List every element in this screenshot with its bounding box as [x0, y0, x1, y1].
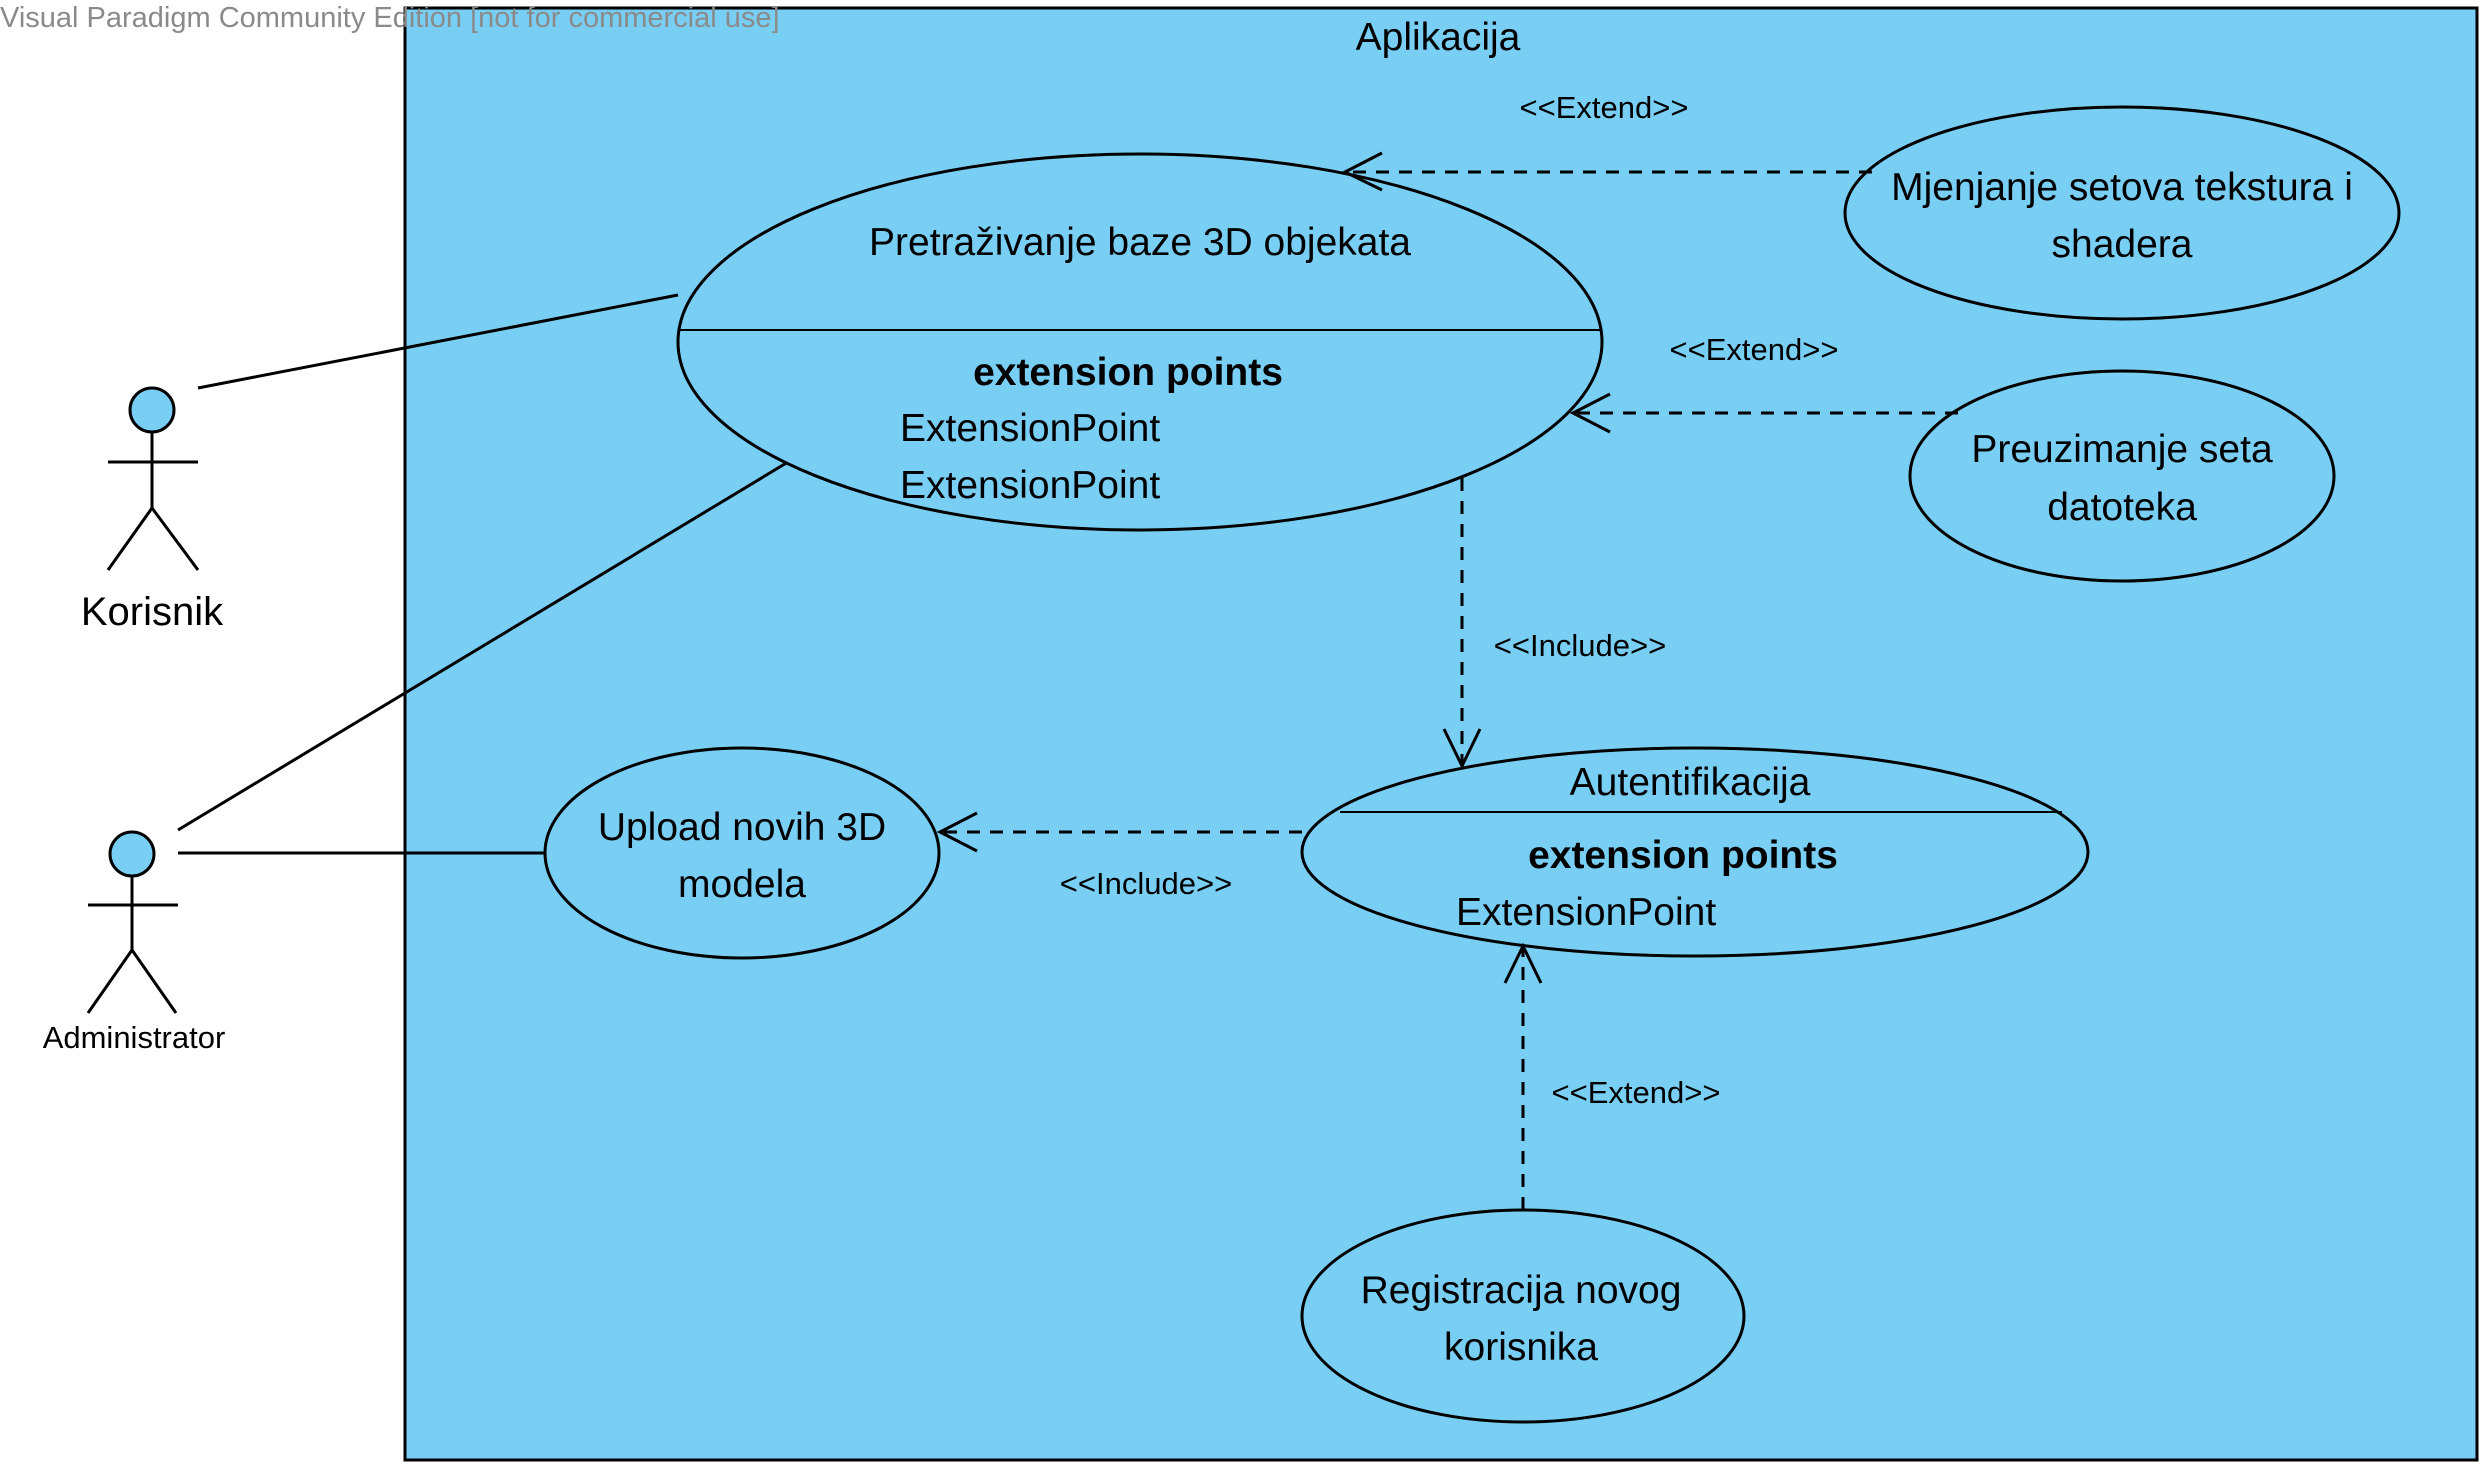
extend-mjenjanje-pretrazivanje[interactable]: <<Extend>> [1341, 90, 1872, 192]
actor-korisnik[interactable]: Korisnik [81, 386, 224, 634]
actor-left-leg [86, 949, 134, 1014]
extension-points-header: extension points [1528, 834, 1838, 877]
use-case-ellipse [1300, 746, 2090, 958]
arrowhead [936, 811, 978, 853]
association-administrator-pretrazivanje[interactable] [177, 460, 789, 832]
use-case-ellipse [676, 152, 1604, 532]
arrowhead [1442, 728, 1482, 770]
actor-right-leg [150, 507, 200, 571]
use-case-label-line1: Registracija novog [1361, 1269, 1682, 1312]
use-case-preuzimanje[interactable]: Preuzimanje seta datoteka [1908, 369, 2336, 583]
use-case-ellipse [1908, 369, 2336, 583]
extend-registracija-autentifikacija[interactable]: <<Extend>> [1503, 942, 1721, 1210]
actor-head [128, 386, 176, 434]
system-title: Aplikacija [1356, 16, 1521, 59]
extend-preuzimanje-pretrazivanje[interactable]: <<Extend>> [1569, 332, 1958, 434]
extend-label: <<Extend>> [1552, 1075, 1721, 1110]
use-case-label-line1: Preuzimanje seta [1971, 428, 2273, 471]
use-case-label-line2: datoteka [2047, 486, 2197, 529]
use-case-ellipse [1843, 105, 2401, 321]
actor-right-leg [130, 949, 178, 1014]
use-case-title: Autentifikacija [1570, 761, 1811, 804]
include-label: <<Include>> [1060, 866, 1232, 901]
use-case-label-line2: modela [678, 863, 806, 906]
use-case-label-line1: Mjenjanje setova tekstura i [1891, 166, 2353, 209]
arrowhead [1341, 151, 1383, 192]
use-case-title: Pretraživanje baze 3D objekata [869, 221, 1411, 264]
use-case-label-line1: Upload novih 3D [598, 806, 886, 849]
use-case-registracija[interactable]: Registracija novog korisnika [1300, 1208, 1746, 1424]
extension-points-header: extension points [973, 351, 1283, 394]
extension-point: ExtensionPoint [900, 407, 1160, 450]
actor-administrator[interactable]: Administrator [43, 830, 226, 1055]
include-pretrazivanje-autentifikacija[interactable]: <<Include>> [1442, 478, 1666, 770]
actor-administrator-label: Administrator [43, 1020, 226, 1055]
include-label: <<Include>> [1494, 628, 1666, 663]
actor-korisnik-label: Korisnik [81, 590, 224, 634]
use-case-label-line2: shadera [2052, 223, 2193, 266]
use-case-ellipse [1300, 1208, 1746, 1424]
watermark: Visual Paradigm Community Edition [not f… [0, 2, 780, 34]
arrowhead [1569, 392, 1611, 434]
association-korisnik-pretrazivanje[interactable] [197, 293, 679, 390]
use-case-ellipse [543, 746, 941, 960]
use-case-label-line2: korisnika [1444, 1326, 1598, 1369]
use-case-mjenjanje[interactable]: Mjenjanje setova tekstura i shadera [1843, 105, 2401, 321]
use-case-autentifikacija[interactable]: Autentifikacija extension points Extensi… [1300, 746, 2090, 958]
extend-label: <<Extend>> [1670, 332, 1839, 367]
actor-head [108, 830, 156, 878]
use-case-upload[interactable]: Upload novih 3D modela [543, 746, 941, 960]
extension-point: ExtensionPoint [900, 464, 1160, 507]
arrowhead [1503, 942, 1543, 984]
include-autentifikacija-upload[interactable]: <<Include>> [936, 811, 1302, 901]
use-case-pretrazivanje[interactable]: Pretraživanje baze 3D objekata extension… [676, 152, 1604, 532]
extend-label: <<Extend>> [1520, 90, 1689, 125]
extension-point: ExtensionPoint [1456, 891, 1716, 934]
actor-left-leg [106, 507, 154, 571]
